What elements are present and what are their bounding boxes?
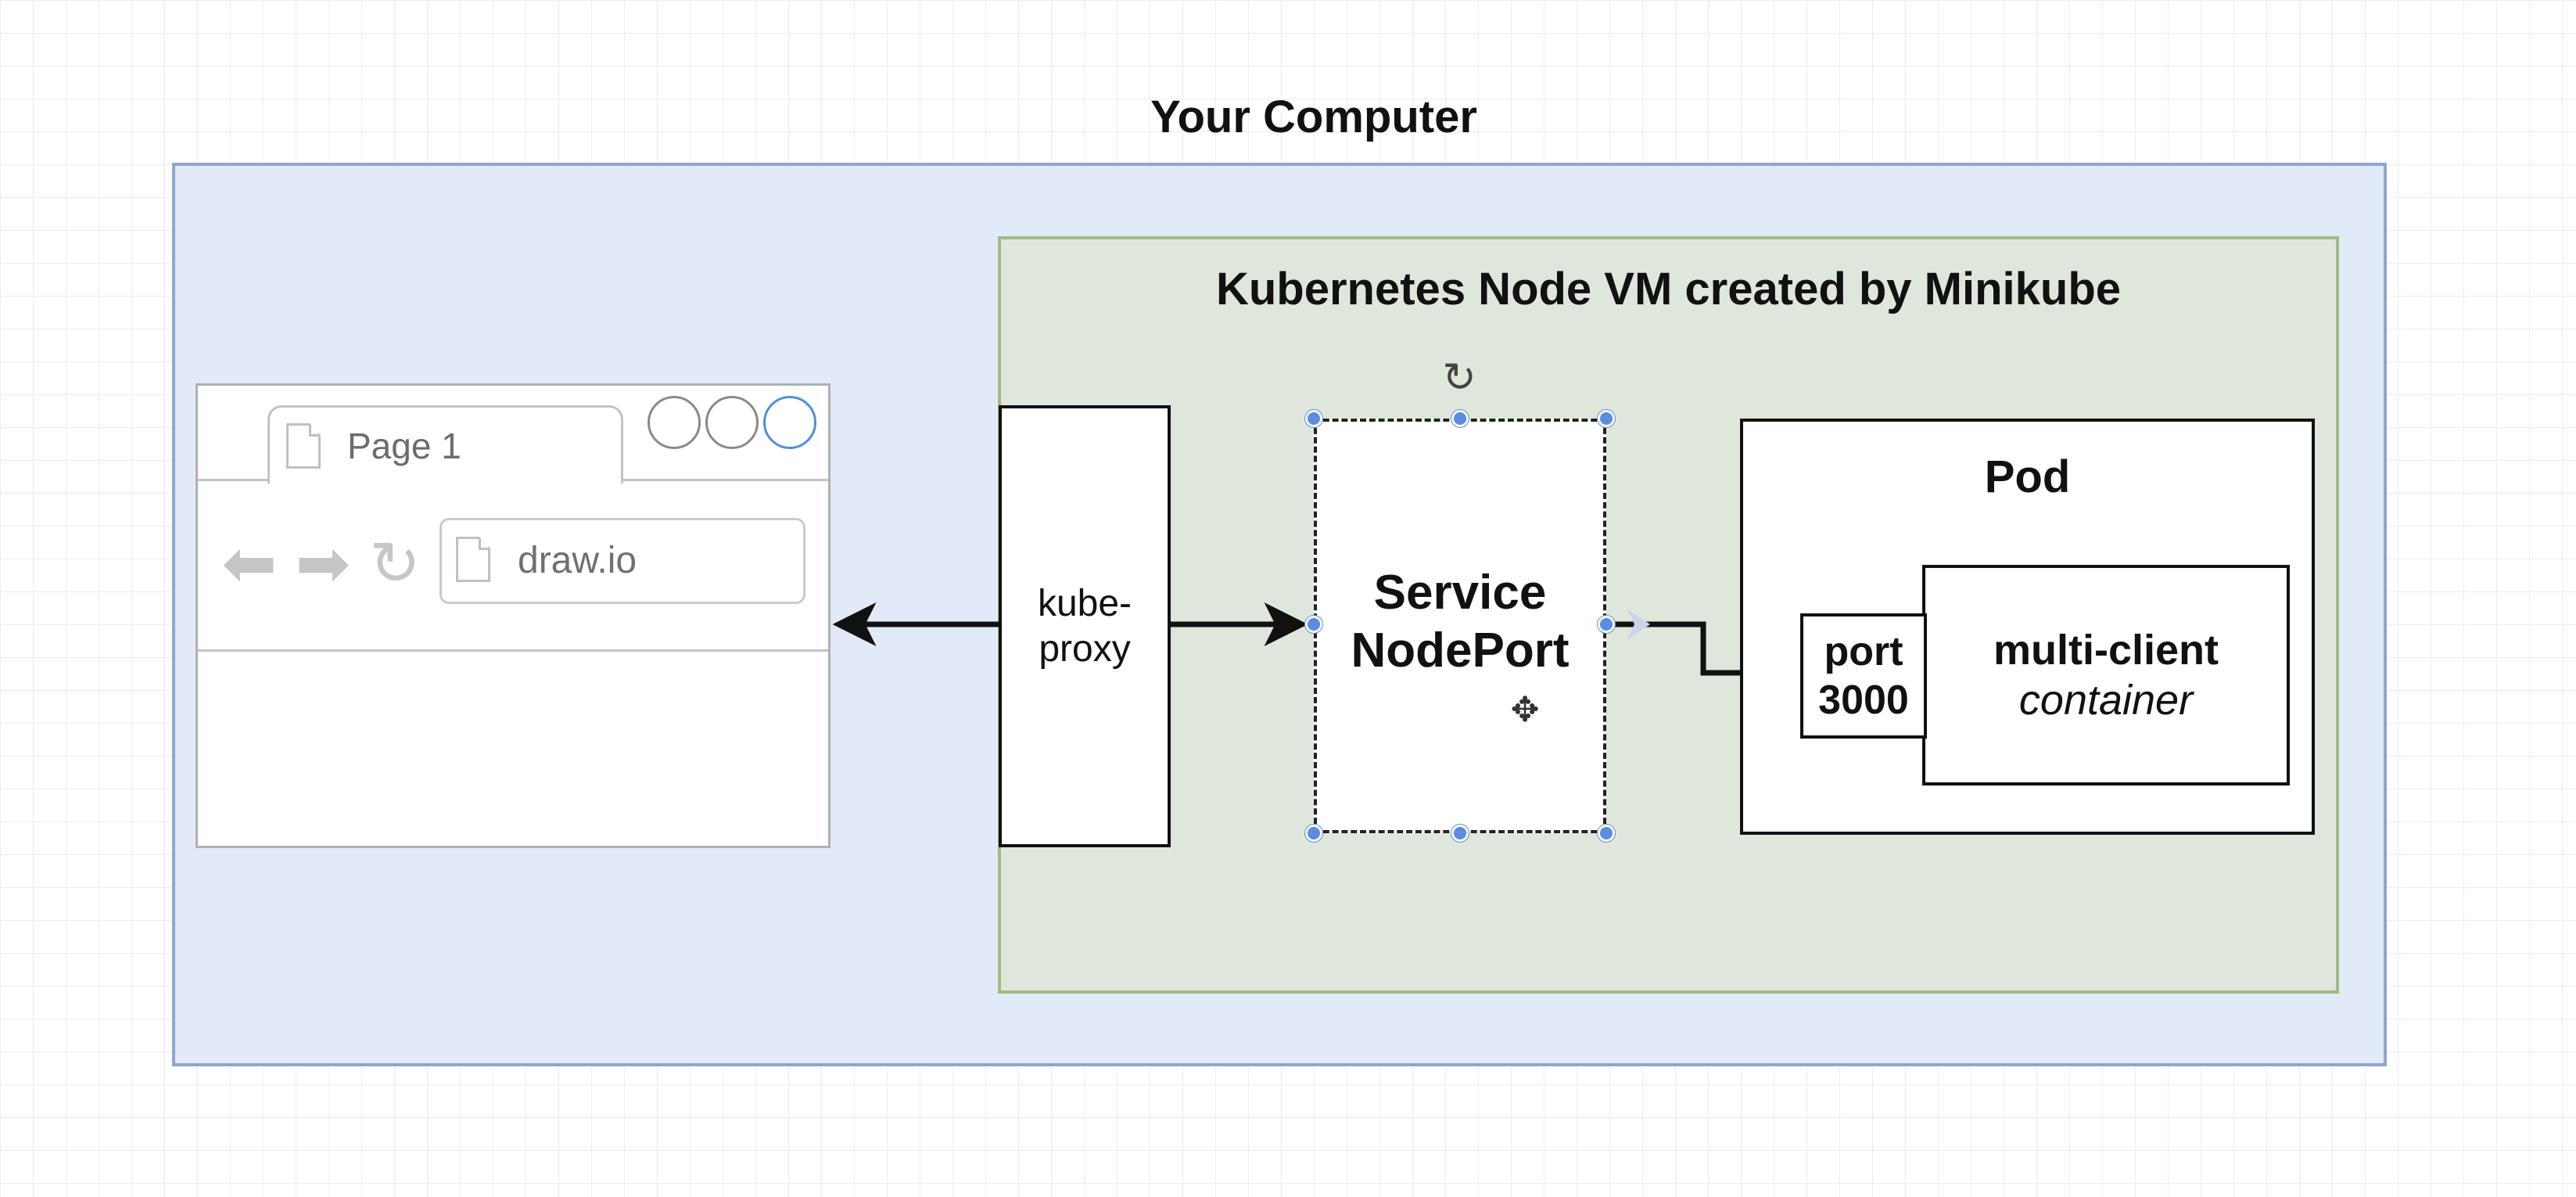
service-label-line2: NodePort: [1351, 624, 1570, 678]
browser-tab-label: Page 1: [347, 426, 461, 466]
rotate-icon[interactable]: ↻: [1442, 355, 1476, 401]
kube-proxy-label-line2: proxy: [1039, 627, 1131, 670]
multi-client-container-box[interactable]: multi-client container: [1922, 565, 2290, 785]
kubernetes-node-label: Kubernetes Node VM created by Minikube: [1215, 264, 2122, 315]
resize-handle-bottom[interactable]: [1451, 825, 1469, 842]
move-icon[interactable]: ✥: [1510, 691, 1540, 729]
arrow-right-icon[interactable]: ➡: [295, 527, 351, 600]
pod-label: Pod: [1984, 451, 2071, 502]
port-box[interactable]: port 3000: [1800, 613, 1927, 739]
service-nodeport-label: Service NodePort: [1314, 559, 1606, 685]
resize-handle-left[interactable]: [1305, 616, 1322, 633]
url-text: draw.io: [518, 540, 637, 581]
port-label-line1: port: [1824, 629, 1903, 674]
page-icon: [286, 423, 321, 469]
kube-proxy-label-line1: kube-: [1037, 582, 1132, 624]
browser-toolbar-divider: [198, 649, 828, 652]
resize-handle-bottom-right[interactable]: [1598, 825, 1615, 842]
port-label-line2: 3000: [1818, 678, 1909, 723]
resize-handle-top-right[interactable]: [1598, 410, 1615, 427]
kube-proxy-box[interactable]: kube- proxy: [999, 405, 1171, 847]
resize-handle-bottom-left[interactable]: [1305, 825, 1322, 842]
arrow-left-icon[interactable]: ⬅: [221, 527, 278, 600]
resize-handle-top-left[interactable]: [1305, 410, 1322, 427]
url-bar[interactable]: [439, 518, 805, 604]
resize-handle-top[interactable]: [1451, 410, 1469, 427]
container-type-label: container: [2018, 677, 2194, 724]
refresh-icon[interactable]: ↻: [369, 529, 421, 598]
page-icon: [456, 537, 490, 582]
window-control-circle-icon[interactable]: [705, 396, 759, 449]
service-label-line1: Service: [1373, 566, 1547, 620]
window-control-circle-icon[interactable]: [648, 396, 701, 449]
window-control-circle-icon[interactable]: [763, 396, 816, 449]
resize-handle-right[interactable]: [1598, 616, 1615, 633]
your-computer-label: Your Computer: [1150, 92, 1477, 142]
browser-tab[interactable]: [267, 405, 623, 483]
container-name-label: multi-client: [1993, 627, 2219, 674]
